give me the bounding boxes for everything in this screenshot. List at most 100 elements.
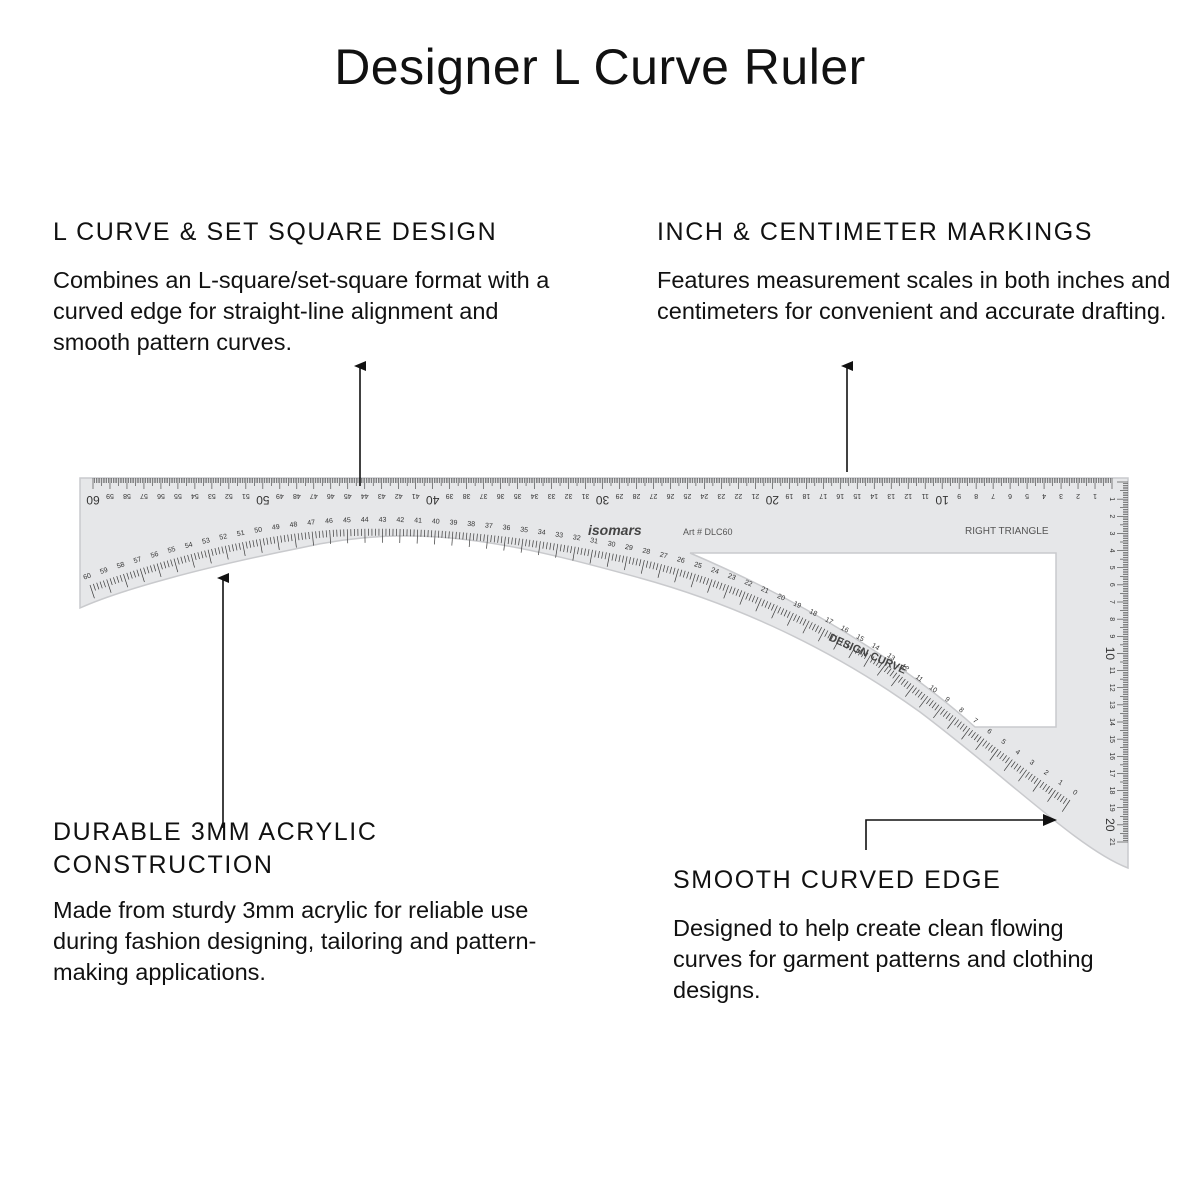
curve-scale-tick [153,564,157,572]
curve-scale-tick [311,531,314,546]
curve-scale-tick [434,530,436,545]
curve-scale-label: 6 [985,728,992,736]
side-scale-label: 15 [1108,735,1115,743]
curve-scale-tick [1005,757,1010,764]
curve-scale-tick [920,693,926,700]
curve-scale-tick [170,559,173,567]
curve-scale-tick [815,625,819,632]
curve-scale-tick [990,746,996,753]
curve-scale-tick [1030,775,1036,782]
curve-scale-tick [259,538,263,553]
curve-scale-tick [211,548,214,556]
feature-heading-acrylic: DURABLE 3MM ACRYLIC CONSTRUCTION [53,818,378,879]
curve-scale-label: 41 [414,517,422,524]
curve-scale-tick [914,689,920,696]
curve-scale-tick [996,750,1002,758]
top-scale-label: 4 [1042,492,1046,499]
curve-scale-tick [511,537,513,545]
top-scale-label: 58 [123,492,131,499]
curve-scale-tick [493,535,496,543]
curve-scale-tick [207,549,212,564]
curve-scale-tick [912,687,917,694]
curve-scale-tick [566,545,569,553]
curve-scale-tick [133,570,136,578]
side-scale-label: 5 [1108,566,1115,570]
curve-scale-tick [948,715,954,722]
side-scale-label: 16 [1108,752,1115,760]
curve-scale-tick [329,530,332,545]
top-scale-label: 42 [395,492,403,499]
curve-scale-tick [802,619,807,626]
top-scale-label: 5 [1025,492,1029,499]
curve-scale-tick [833,637,841,650]
curve-scale-tick [982,740,988,747]
curve-scale-tick [690,573,696,588]
curve-scale-tick [976,736,982,743]
curve-scale-tick [956,721,962,728]
curve-scale-label: 11 [914,674,924,684]
curve-scale-label: 59 [99,567,109,576]
curve-scale-label: 58 [116,561,126,570]
side-scale-label: 13 [1108,701,1115,709]
curve-scale-tick [462,532,464,540]
curve-scale-tick [294,533,297,548]
curve-scale-label: 23 [727,573,737,582]
top-scale-label: 57 [140,492,148,499]
top-scale-label: 8 [974,492,978,499]
curve-scale-tick [465,532,468,540]
curve-scale-tick [985,742,990,749]
curve-scale-label: 46 [325,518,333,526]
top-scale-label: 27 [649,492,657,499]
top-scale-label: 34 [531,492,539,499]
curve-scale-tick [500,536,503,544]
curve-scale-tick [549,542,552,550]
curve-scale-tick [699,575,703,583]
top-scale-label: 31 [582,492,590,499]
curve-scale-tick [89,584,95,599]
curve-scale-tick [136,569,140,577]
curve-scale-tick [787,612,794,626]
curve-scale-tick [1027,773,1033,780]
curve-scale-tick [1057,793,1062,801]
curve-scale-tick [679,569,683,577]
curve-scale-tick [119,574,123,582]
curve-scale-tick [824,630,829,637]
triangle-cutout [689,552,1057,728]
curve-scale-tick [898,676,903,683]
top-scale-label: 48 [293,492,301,499]
curve-scale-label: 14 [870,642,880,652]
curve-scale-tick [934,704,940,711]
curve-scale-tick [126,572,130,580]
top-scale-label: 30 [596,493,610,507]
curve-scale-tick [764,601,769,608]
curve-scale-tick [532,540,534,548]
curve-scale-tick [988,744,993,751]
curve-scale-tick [490,535,492,543]
curve-scale-label: 51 [236,530,245,538]
top-scale-label: 12 [904,492,912,499]
curve-scale-tick [249,540,252,548]
curve-scale-tick [624,556,628,571]
curve-scale-tick [854,647,860,654]
curve-scale-tick [873,658,878,665]
curve-scale-tick [827,631,832,639]
top-scale-label: 3 [1059,492,1063,499]
curve-scale-tick [674,568,679,583]
curve-scale-tick [1062,797,1068,805]
curve-scale-tick [150,565,153,573]
curve-scale-tick [290,534,293,542]
curve-scale-tick [109,578,113,586]
top-scale: 1234567891011121314151617181920212223242… [86,478,1113,507]
curve-scale-tick [719,582,723,590]
curve-scale-tick [96,582,100,590]
curve-scale-tick [476,533,478,541]
curve-scale-tick [103,580,106,588]
curve-scale-tick [1039,781,1045,789]
curve-scale-tick [811,623,816,631]
curve-scale-tick [518,538,520,546]
curve-scale-tick [933,706,943,719]
top-scale-label: 14 [870,492,878,499]
curve-scale-tick [235,543,238,551]
curve-scale-tick [666,565,669,573]
top-scale-label: 33 [548,492,556,499]
